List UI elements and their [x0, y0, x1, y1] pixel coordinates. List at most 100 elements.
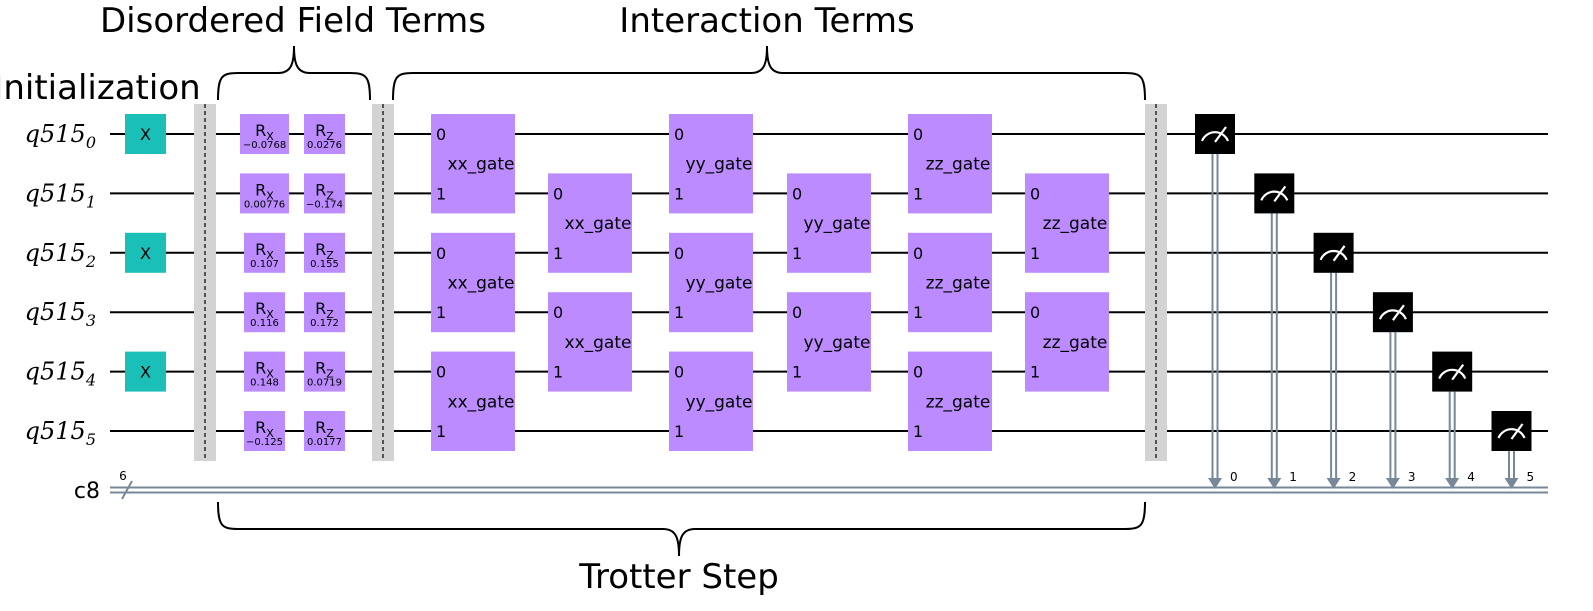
gate-port-0: 0 — [792, 303, 802, 322]
measure-box — [1372, 292, 1413, 333]
classical-width-label: 6 — [119, 469, 127, 483]
rz-gate-label: RZ — [315, 299, 334, 321]
disordered-field-terms-title: Disordered Field Terms — [100, 1, 486, 41]
rz-gate-label: RZ — [315, 418, 334, 440]
two-qubit-gate — [1025, 173, 1109, 273]
rx-gate-axis: X — [266, 368, 274, 381]
rz-gate-axis: Z — [326, 368, 334, 381]
rz-gate-axis: Z — [326, 249, 334, 262]
two-qubit-gate — [787, 173, 871, 273]
measure-box — [1313, 232, 1354, 273]
x-gate — [125, 114, 166, 154]
rz-gate-symbol: R — [315, 299, 326, 318]
two-qubit-gate — [548, 173, 632, 273]
rz-gate — [304, 173, 345, 214]
gate-name: zz_gate — [926, 274, 991, 294]
x-gate-label: X — [140, 125, 151, 144]
rz-gate-symbol: R — [315, 418, 326, 437]
meter-icon — [1378, 309, 1407, 320]
gate-port-1: 1 — [674, 303, 684, 322]
gate-name: yy_gate — [804, 333, 871, 353]
rx-gate-symbol: R — [255, 240, 266, 259]
rz-gate-axis: Z — [326, 189, 334, 202]
rx-gate-symbol: R — [255, 418, 266, 437]
rx-gate — [244, 292, 285, 333]
meter-icon — [1260, 190, 1289, 201]
rx-gate-axis: X — [266, 249, 274, 262]
gate-name: xx_gate — [565, 214, 632, 234]
rz-gate-symbol: R — [315, 180, 326, 199]
gate-port-0: 0 — [436, 125, 446, 144]
measure-arrow — [1267, 478, 1282, 489]
measure-arrow — [1504, 478, 1519, 489]
gate-port-1: 1 — [674, 184, 684, 203]
rz-gate-axis: Z — [326, 427, 334, 440]
two-qubit-gate — [669, 351, 753, 451]
rx-gate — [240, 114, 289, 154]
rx-gate-label: RX — [255, 240, 274, 262]
rz-gate — [304, 411, 345, 451]
qubit-label: q5152 — [25, 239, 96, 271]
rx-gate-label: RX — [255, 180, 274, 202]
two-qubit-gate — [1025, 292, 1109, 392]
qubit-name: q515 — [25, 239, 86, 267]
rx-gate — [244, 232, 285, 273]
qubit-name: q515 — [25, 417, 86, 445]
gate-port-1: 1 — [913, 303, 923, 322]
meter-needle-icon — [1451, 363, 1465, 381]
gate-name: yy_gate — [686, 155, 753, 175]
measure-bit-label: 4 — [1467, 470, 1475, 484]
x-gate — [125, 351, 166, 392]
rz-gate-symbol: R — [315, 359, 326, 378]
gate-name: xx_gate — [448, 392, 515, 412]
measure-arrow — [1445, 478, 1460, 489]
rx-gate-param: 0.00776 — [244, 199, 285, 210]
meter-needle-icon — [1510, 423, 1524, 440]
rx-gate-label: RX — [255, 121, 274, 143]
classical-register-layer: c86 — [74, 469, 1548, 504]
rz-gate — [304, 292, 345, 333]
rz-gate-param: 0.0719 — [307, 378, 342, 389]
gate-port-1: 1 — [436, 422, 446, 441]
qubit-index: 1 — [86, 192, 96, 211]
qubit-label: q5150 — [25, 120, 96, 152]
rz-gate-axis: Z — [326, 308, 334, 321]
gate-name: yy_gate — [804, 214, 871, 234]
gate-name: xx_gate — [448, 274, 515, 294]
meter-icon — [1200, 131, 1230, 142]
rx-gate-symbol: R — [255, 299, 266, 318]
interaction-terms-brace — [392, 45, 1146, 101]
qubit-index: 0 — [86, 133, 96, 152]
measure-box — [1254, 173, 1295, 214]
gate-port-0: 0 — [436, 244, 446, 263]
rz-gate — [304, 351, 345, 392]
two-qubit-gate — [908, 114, 992, 214]
initialization-title: Initialization — [0, 68, 201, 108]
gate-port-0: 0 — [674, 244, 684, 263]
gate-port-1: 1 — [674, 422, 684, 441]
qubit-index: 4 — [85, 371, 96, 390]
two-qubit-gate — [431, 114, 515, 214]
measure-box — [1491, 411, 1532, 451]
rx-gate-param: −0.0768 — [243, 140, 286, 151]
gate-name: zz_gate — [1043, 214, 1108, 234]
rx-gate-param: −0.125 — [246, 437, 283, 448]
qubit-label: q5151 — [25, 179, 96, 211]
gate-name: yy_gate — [686, 274, 753, 294]
measure-box — [1195, 114, 1235, 154]
rz-gate-param: −0.174 — [306, 199, 343, 210]
measure-arrow — [1208, 478, 1222, 489]
gate-port-1: 1 — [436, 303, 446, 322]
rz-gate-label: RZ — [315, 359, 334, 381]
rx-gate-label: RX — [255, 359, 274, 381]
measure-box — [1432, 351, 1473, 392]
gate-name: zz_gate — [926, 392, 991, 412]
rz-gate-symbol: R — [315, 121, 326, 140]
disordered-field-brace — [217, 45, 371, 101]
rx-gate-label: RX — [255, 418, 274, 440]
rz-gate-label: RZ — [315, 121, 334, 143]
x-gate — [125, 232, 166, 273]
rz-gate-label: RZ — [315, 180, 334, 202]
qubit-name: q515 — [25, 179, 86, 207]
two-qubit-gate — [669, 232, 753, 333]
